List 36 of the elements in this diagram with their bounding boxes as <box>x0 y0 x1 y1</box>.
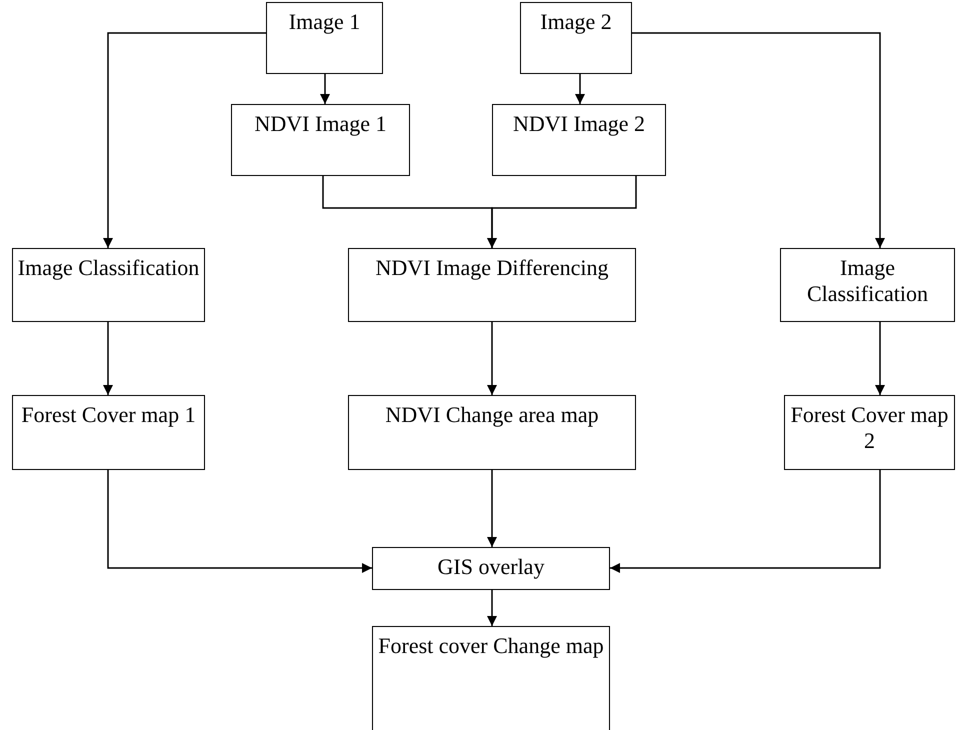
box-label: NDVI Change area map <box>385 402 599 428</box>
box-label: Forest Cover map 1 <box>21 402 196 428</box>
box-label: Image 2 <box>540 9 612 35</box>
arrow <box>487 176 637 248</box>
box-label: Forest cover Change map <box>378 633 604 659</box>
arrow <box>487 322 497 395</box>
process-box <box>520 2 632 74</box>
process-box <box>372 626 610 730</box>
process-box <box>231 104 410 176</box>
process-box <box>780 248 955 322</box>
box-label: Forest Cover map 2 <box>790 402 950 454</box>
box-label: GIS overlay <box>438 554 544 580</box>
arrow <box>610 470 881 573</box>
arrow <box>107 470 372 573</box>
box-label: NDVI Image 2 <box>513 111 645 137</box>
box-label: Image 1 <box>288 9 360 35</box>
arrow <box>575 74 585 104</box>
box-label: Image Classification <box>18 255 200 281</box>
arrow <box>875 322 885 395</box>
process-box <box>492 104 666 176</box>
arrow <box>320 74 330 104</box>
process-box <box>348 248 636 322</box>
box-label: NDVI Image Differencing <box>376 255 608 281</box>
process-box <box>266 2 383 74</box>
process-box <box>12 395 205 470</box>
process-box <box>12 248 205 322</box>
arrow <box>487 470 497 547</box>
box-label: Image Classification <box>806 255 929 307</box>
arrow <box>487 590 497 626</box>
process-box <box>372 547 610 590</box>
box-label: NDVI Image 1 <box>254 111 386 137</box>
arrow <box>103 32 266 248</box>
arrow <box>103 322 113 395</box>
process-box <box>348 395 636 470</box>
arrow <box>632 32 885 248</box>
process-box <box>784 395 955 470</box>
